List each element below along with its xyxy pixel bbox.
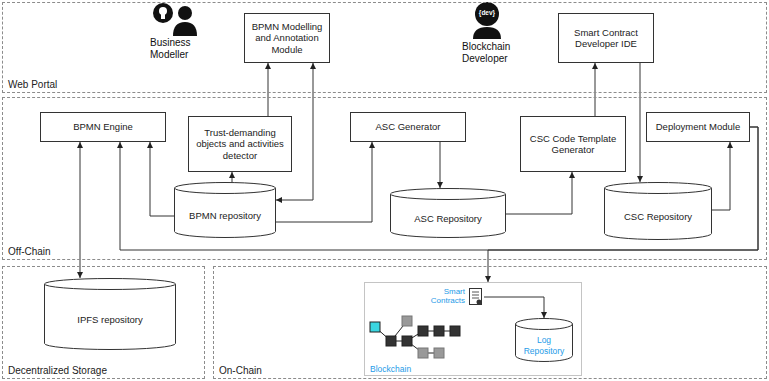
box-label: ASC Generator bbox=[376, 121, 441, 132]
person-head bbox=[178, 6, 192, 20]
repository-label: Log Repository bbox=[518, 335, 570, 355]
contract-line bbox=[472, 292, 479, 293]
repository-cylinder: IPFS repository bbox=[44, 278, 176, 350]
contract-sheet bbox=[470, 289, 482, 305]
block bbox=[450, 326, 460, 336]
connector bbox=[712, 142, 730, 210]
label-slot: {dev} bbox=[472, 9, 502, 17]
label-slot: Blockchain Developer bbox=[462, 41, 524, 65]
cylinder-body bbox=[391, 194, 506, 238]
box-label: Smart Contract Developer IDE bbox=[563, 27, 649, 50]
genesis-block bbox=[370, 322, 380, 332]
region-label: On-Chain bbox=[219, 365, 262, 377]
orphan-block bbox=[434, 348, 444, 358]
region-label: Decentralized Storage bbox=[8, 365, 107, 377]
connector bbox=[440, 142, 441, 188]
cylinder-body bbox=[45, 284, 176, 350]
box-label: BPMN Engine bbox=[73, 121, 133, 132]
contract-seal bbox=[477, 300, 482, 305]
process-box: Smart Contract Developer IDE bbox=[558, 13, 654, 63]
block bbox=[386, 336, 396, 346]
repository-label: BPMN repository bbox=[189, 210, 261, 221]
cylinder-top bbox=[605, 183, 712, 194]
repository-label: IPFS repository bbox=[77, 314, 142, 325]
connector bbox=[595, 63, 596, 116]
region-band: Decentralized Storage IPFS repository bbox=[2, 266, 205, 379]
block bbox=[418, 326, 428, 336]
person-body bbox=[173, 22, 197, 36]
connector bbox=[506, 172, 572, 214]
repository-cylinder: Log Repository bbox=[515, 318, 573, 362]
repository-cylinder: BPMN repository bbox=[174, 182, 276, 238]
contract-item: Smart Contracts bbox=[418, 285, 484, 309]
connector bbox=[268, 63, 269, 116]
region-band: Web Portal BPMN Modelling and Annotation … bbox=[2, 2, 767, 93]
cylinder-top bbox=[175, 183, 276, 194]
process-box: BPMN Modelling and Annotation Module bbox=[244, 13, 330, 63]
lightbulb-glass bbox=[159, 7, 167, 15]
cylinder-top bbox=[45, 279, 176, 290]
actor-label: Blockchain Developer bbox=[462, 41, 524, 65]
box-label: BPMN Modelling and Annotation Module bbox=[249, 21, 325, 55]
cylinder-body bbox=[605, 188, 712, 240]
repository-cylinder: CSC Repository bbox=[604, 182, 712, 240]
process-box: BPMN Engine bbox=[40, 112, 166, 142]
cylinder-body bbox=[175, 188, 276, 238]
repository-label: CSC Repository bbox=[624, 211, 692, 222]
process-box: Trust-demanding objects and activities d… bbox=[188, 116, 292, 172]
label-slot: Business Modeller bbox=[150, 37, 216, 61]
actor-label: Business Modeller bbox=[150, 37, 216, 61]
repository-cylinder: ASC Repository bbox=[390, 188, 506, 238]
orphan-block bbox=[418, 348, 428, 358]
process-box: Deployment Module bbox=[646, 112, 750, 142]
cylinder-top bbox=[516, 319, 573, 330]
region-band: On-Chain Blockchain Smart ContractsLog Rep… bbox=[213, 266, 767, 379]
block bbox=[402, 336, 412, 346]
blockchain-box: Blockchain Smart ContractsLog Repository bbox=[364, 282, 582, 376]
box-label: Deployment Module bbox=[656, 121, 741, 132]
block bbox=[434, 326, 444, 336]
contract-label: Smart Contracts bbox=[423, 288, 465, 306]
box-label: CSC Code Template Generator bbox=[525, 133, 621, 156]
connector bbox=[120, 127, 758, 250]
blockchain-label: Blockchain bbox=[370, 364, 411, 374]
orphan-block bbox=[402, 316, 412, 326]
region-label: Web Portal bbox=[8, 79, 57, 91]
icon-caption: {dev} bbox=[472, 9, 502, 17]
repository-label: ASC Repository bbox=[414, 213, 482, 224]
connector bbox=[80, 142, 81, 278]
region-label: Off-Chain bbox=[8, 246, 51, 258]
developer-body bbox=[473, 27, 501, 39]
connector bbox=[232, 172, 233, 183]
connector bbox=[484, 297, 544, 318]
contract-icon bbox=[468, 287, 484, 307]
box-label: Trust-demanding objects and activities d… bbox=[193, 127, 287, 161]
connector bbox=[150, 142, 174, 216]
lightbulb-badge bbox=[153, 3, 173, 23]
process-box: CSC Code Template Generator bbox=[520, 116, 626, 172]
connector bbox=[640, 63, 641, 182]
process-box: ASC Generator bbox=[350, 112, 466, 142]
lightbulb-base bbox=[161, 14, 165, 19]
region-band: Off-Chain BPMN EngineTrust-demanding obje… bbox=[2, 97, 767, 260]
contract-line bbox=[472, 295, 479, 296]
contract-line bbox=[472, 298, 479, 299]
cylinder-top bbox=[391, 189, 506, 200]
